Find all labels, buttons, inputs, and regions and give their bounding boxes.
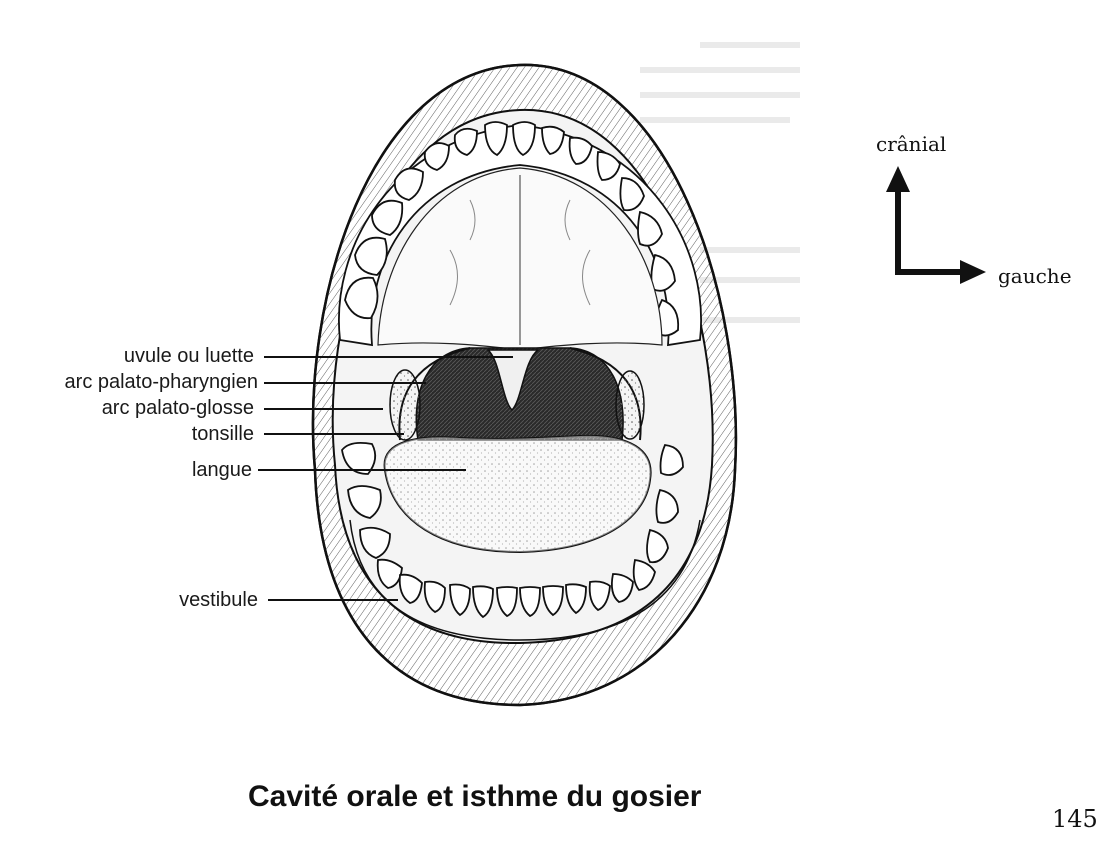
- label-arc-palato-pharyngien: arc palato-pharyngien: [64, 371, 258, 393]
- label-tonsille: tonsille: [191, 423, 254, 445]
- orientation-right-label: gauche: [998, 264, 1072, 288]
- label-langue: langue: [191, 459, 252, 481]
- isthmus: [389, 347, 645, 441]
- label-arc-palato-glosse: arc palato-glosse: [101, 397, 254, 419]
- leader-lines: [258, 356, 513, 601]
- tongue: [383, 434, 652, 554]
- lower-teeth: [341, 441, 684, 619]
- label-vestibule: vestibule: [179, 589, 258, 611]
- upper-teeth: [338, 121, 702, 347]
- figure-title: Cavité orale et isthme du gosier: [248, 780, 702, 813]
- label-uvule: uvule ou luette: [123, 345, 254, 367]
- orientation-arrows: [886, 166, 986, 284]
- page-number: 145: [1052, 805, 1098, 833]
- orientation-up-label: crânial: [876, 132, 947, 156]
- vestibule-line: [349, 519, 701, 641]
